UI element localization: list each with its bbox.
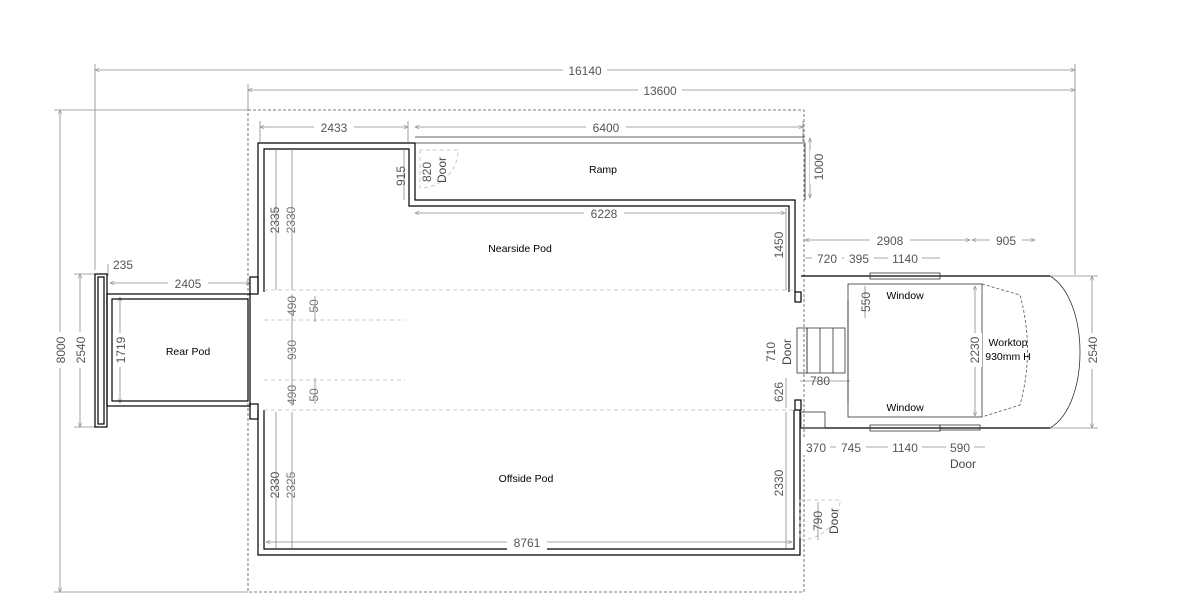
dim-490-bottom: 490 — [285, 385, 299, 405]
dim-6400: 6400 — [593, 121, 620, 135]
dim-590: 590 — [950, 441, 970, 455]
dim-720: 720 — [817, 252, 837, 266]
dim-710: 710 — [764, 342, 778, 362]
nearside-pod-label: Nearside Pod — [488, 243, 552, 255]
dim-626: 626 — [772, 382, 786, 402]
dimension-915: 915 — [394, 150, 408, 200]
dimension-corridor: 490 50 930 490 50 — [285, 294, 321, 406]
dimension-front-section: 2433 — [260, 119, 408, 142]
dim-930: 930 — [285, 340, 299, 360]
dimension-body-length: 13600 — [248, 82, 1075, 110]
worktop-height-label: 930mm H — [985, 351, 1031, 363]
dim-1140-bottom: 1140 — [892, 441, 918, 455]
ramp-label: Ramp — [589, 164, 617, 176]
dimension-overall-length: 16140 — [95, 62, 1075, 275]
dim-790: 790 — [811, 511, 825, 531]
dimension-rear-pod-width: 2540 — [71, 274, 95, 427]
dimension-rear-pod-depth: 235 — [107, 258, 133, 276]
dim-915: 915 — [394, 166, 408, 186]
dim-8761: 8761 — [514, 536, 541, 550]
dimension-ramp-inner: 6228 — [415, 205, 785, 221]
dim-1000: 1000 — [812, 153, 826, 180]
dimension-rear-pod-length: 2405 — [110, 275, 250, 291]
dim-395: 395 — [849, 252, 869, 266]
dim-13600: 13600 — [643, 84, 677, 98]
cab-entry: 710 Door 780 — [764, 327, 850, 388]
dimension-cab-vertical: 550 2230 2540 — [859, 276, 1101, 428]
dim-2230: 2230 — [968, 336, 982, 363]
dim-820: 820 — [420, 162, 434, 182]
door-label-top: Door — [435, 157, 449, 183]
window-label-bottom: Window — [886, 402, 924, 414]
dim-50-top: 50 — [307, 299, 321, 313]
door-label-cab-bottom: Door — [950, 457, 976, 471]
dim-2540-cab: 2540 — [1086, 336, 1100, 363]
dimension-nearside-heights: 2335 2330 — [268, 150, 298, 290]
dimension-nearside-width: 8761 — [266, 534, 792, 550]
dim-6228: 6228 — [591, 207, 618, 221]
dim-2433: 2433 — [321, 121, 348, 135]
dim-370: 370 — [806, 441, 826, 455]
dim-1140-top: 1140 — [892, 252, 918, 266]
rear-pod-label: Rear Pod — [166, 346, 211, 358]
dimension-offside-heights: 2330 2325 — [268, 412, 298, 548]
dim-1450: 1450 — [772, 231, 786, 258]
dimension-cab-top: 2908 905 720 395 1140 — [805, 232, 1035, 266]
dim-745: 745 — [841, 441, 861, 455]
offside-pod: Offside Pod — [257, 410, 801, 556]
dim-2325: 2325 — [284, 471, 298, 498]
dim-50-bottom: 50 — [307, 388, 321, 402]
dimension-door-top: 820 Door — [420, 157, 449, 183]
dim-16140: 16140 — [568, 64, 602, 78]
dim-780: 780 — [810, 374, 830, 388]
door-label-cab: Door — [780, 339, 794, 365]
side-door: 790 Door — [799, 499, 841, 541]
rear-pod: Rear Pod — [94, 273, 251, 428]
dimension-cab-bottom: 370 745 1140 590 Door — [802, 439, 985, 471]
window-label-top: Window — [886, 290, 924, 302]
dimension-ramp-length: 6400 — [415, 119, 803, 142]
worktop-label: Worktop — [989, 337, 1028, 349]
dimension-right-internal: 1450 626 2330 — [772, 208, 787, 548]
offside-pod-label: Offside Pod — [499, 473, 554, 485]
dim-2330-right: 2330 — [772, 469, 786, 496]
cab: Window Window Worktop 930mm H — [800, 272, 1081, 432]
body-outline — [247, 109, 805, 593]
dim-235: 235 — [113, 258, 133, 272]
dim-2540-rear: 2540 — [74, 336, 88, 363]
door-label-side: Door — [827, 508, 841, 534]
ramp: Ramp — [415, 136, 806, 200]
dim-2335: 2335 — [268, 206, 282, 233]
dim-2405: 2405 — [175, 277, 202, 291]
dimension-rear-pod-inner: 1719 — [112, 297, 128, 403]
dim-550: 550 — [859, 292, 873, 312]
dimension-ramp-width: 1000 — [810, 138, 826, 198]
nearside-pod: Nearside Pod — [257, 142, 796, 292]
dim-8000: 8000 — [54, 336, 68, 363]
dim-2330-offside: 2330 — [268, 471, 282, 498]
dimension-overall-width: 8000 — [51, 110, 248, 592]
dim-2330-top: 2330 — [284, 206, 298, 233]
dim-1719: 1719 — [114, 336, 128, 363]
dim-905: 905 — [996, 234, 1016, 248]
dim-490-top: 490 — [285, 296, 299, 316]
dim-2908: 2908 — [877, 234, 904, 248]
